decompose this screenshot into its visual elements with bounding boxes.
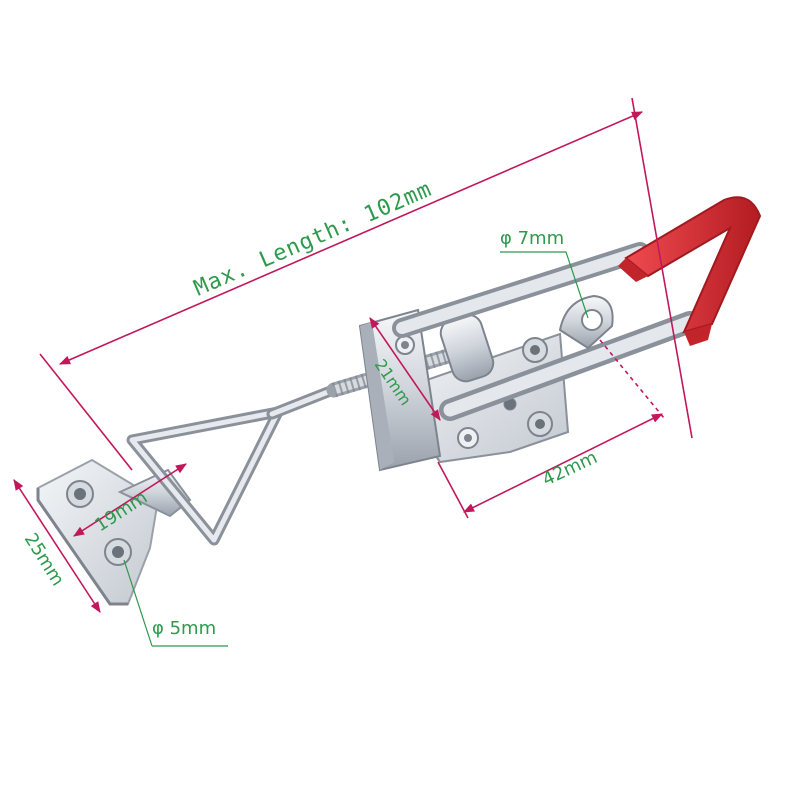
hole-large-leader	[500, 251, 589, 319]
extension-line	[39, 353, 133, 471]
bracket-height-dimension	[369, 317, 441, 421]
mount-width-dimension	[13, 479, 101, 613]
extension-line	[437, 461, 469, 519]
pivot-hole-icon	[581, 309, 603, 331]
loop-width-dimension	[73, 463, 187, 537]
base-width-dimension	[462, 413, 664, 513]
dimension-lines	[13, 97, 693, 613]
extension-line	[631, 97, 693, 439]
red-grip	[618, 196, 762, 346]
hole-small-label: φ 5mm	[152, 618, 216, 639]
max-length-label: Max. Length: 102mm	[190, 177, 435, 302]
hole-large-label: φ 7mm	[500, 228, 564, 249]
lever-arm-lower	[439, 311, 701, 421]
callout-leaders	[123, 251, 589, 647]
hole-small-leader	[123, 559, 228, 647]
wire-loop	[126, 382, 344, 546]
base-width-label: 42mm	[539, 447, 600, 491]
mount-width-label: 25mm	[20, 530, 69, 590]
extension-line	[599, 339, 665, 419]
hole-tab	[558, 294, 614, 350]
max-length-dimension	[58, 111, 644, 365]
